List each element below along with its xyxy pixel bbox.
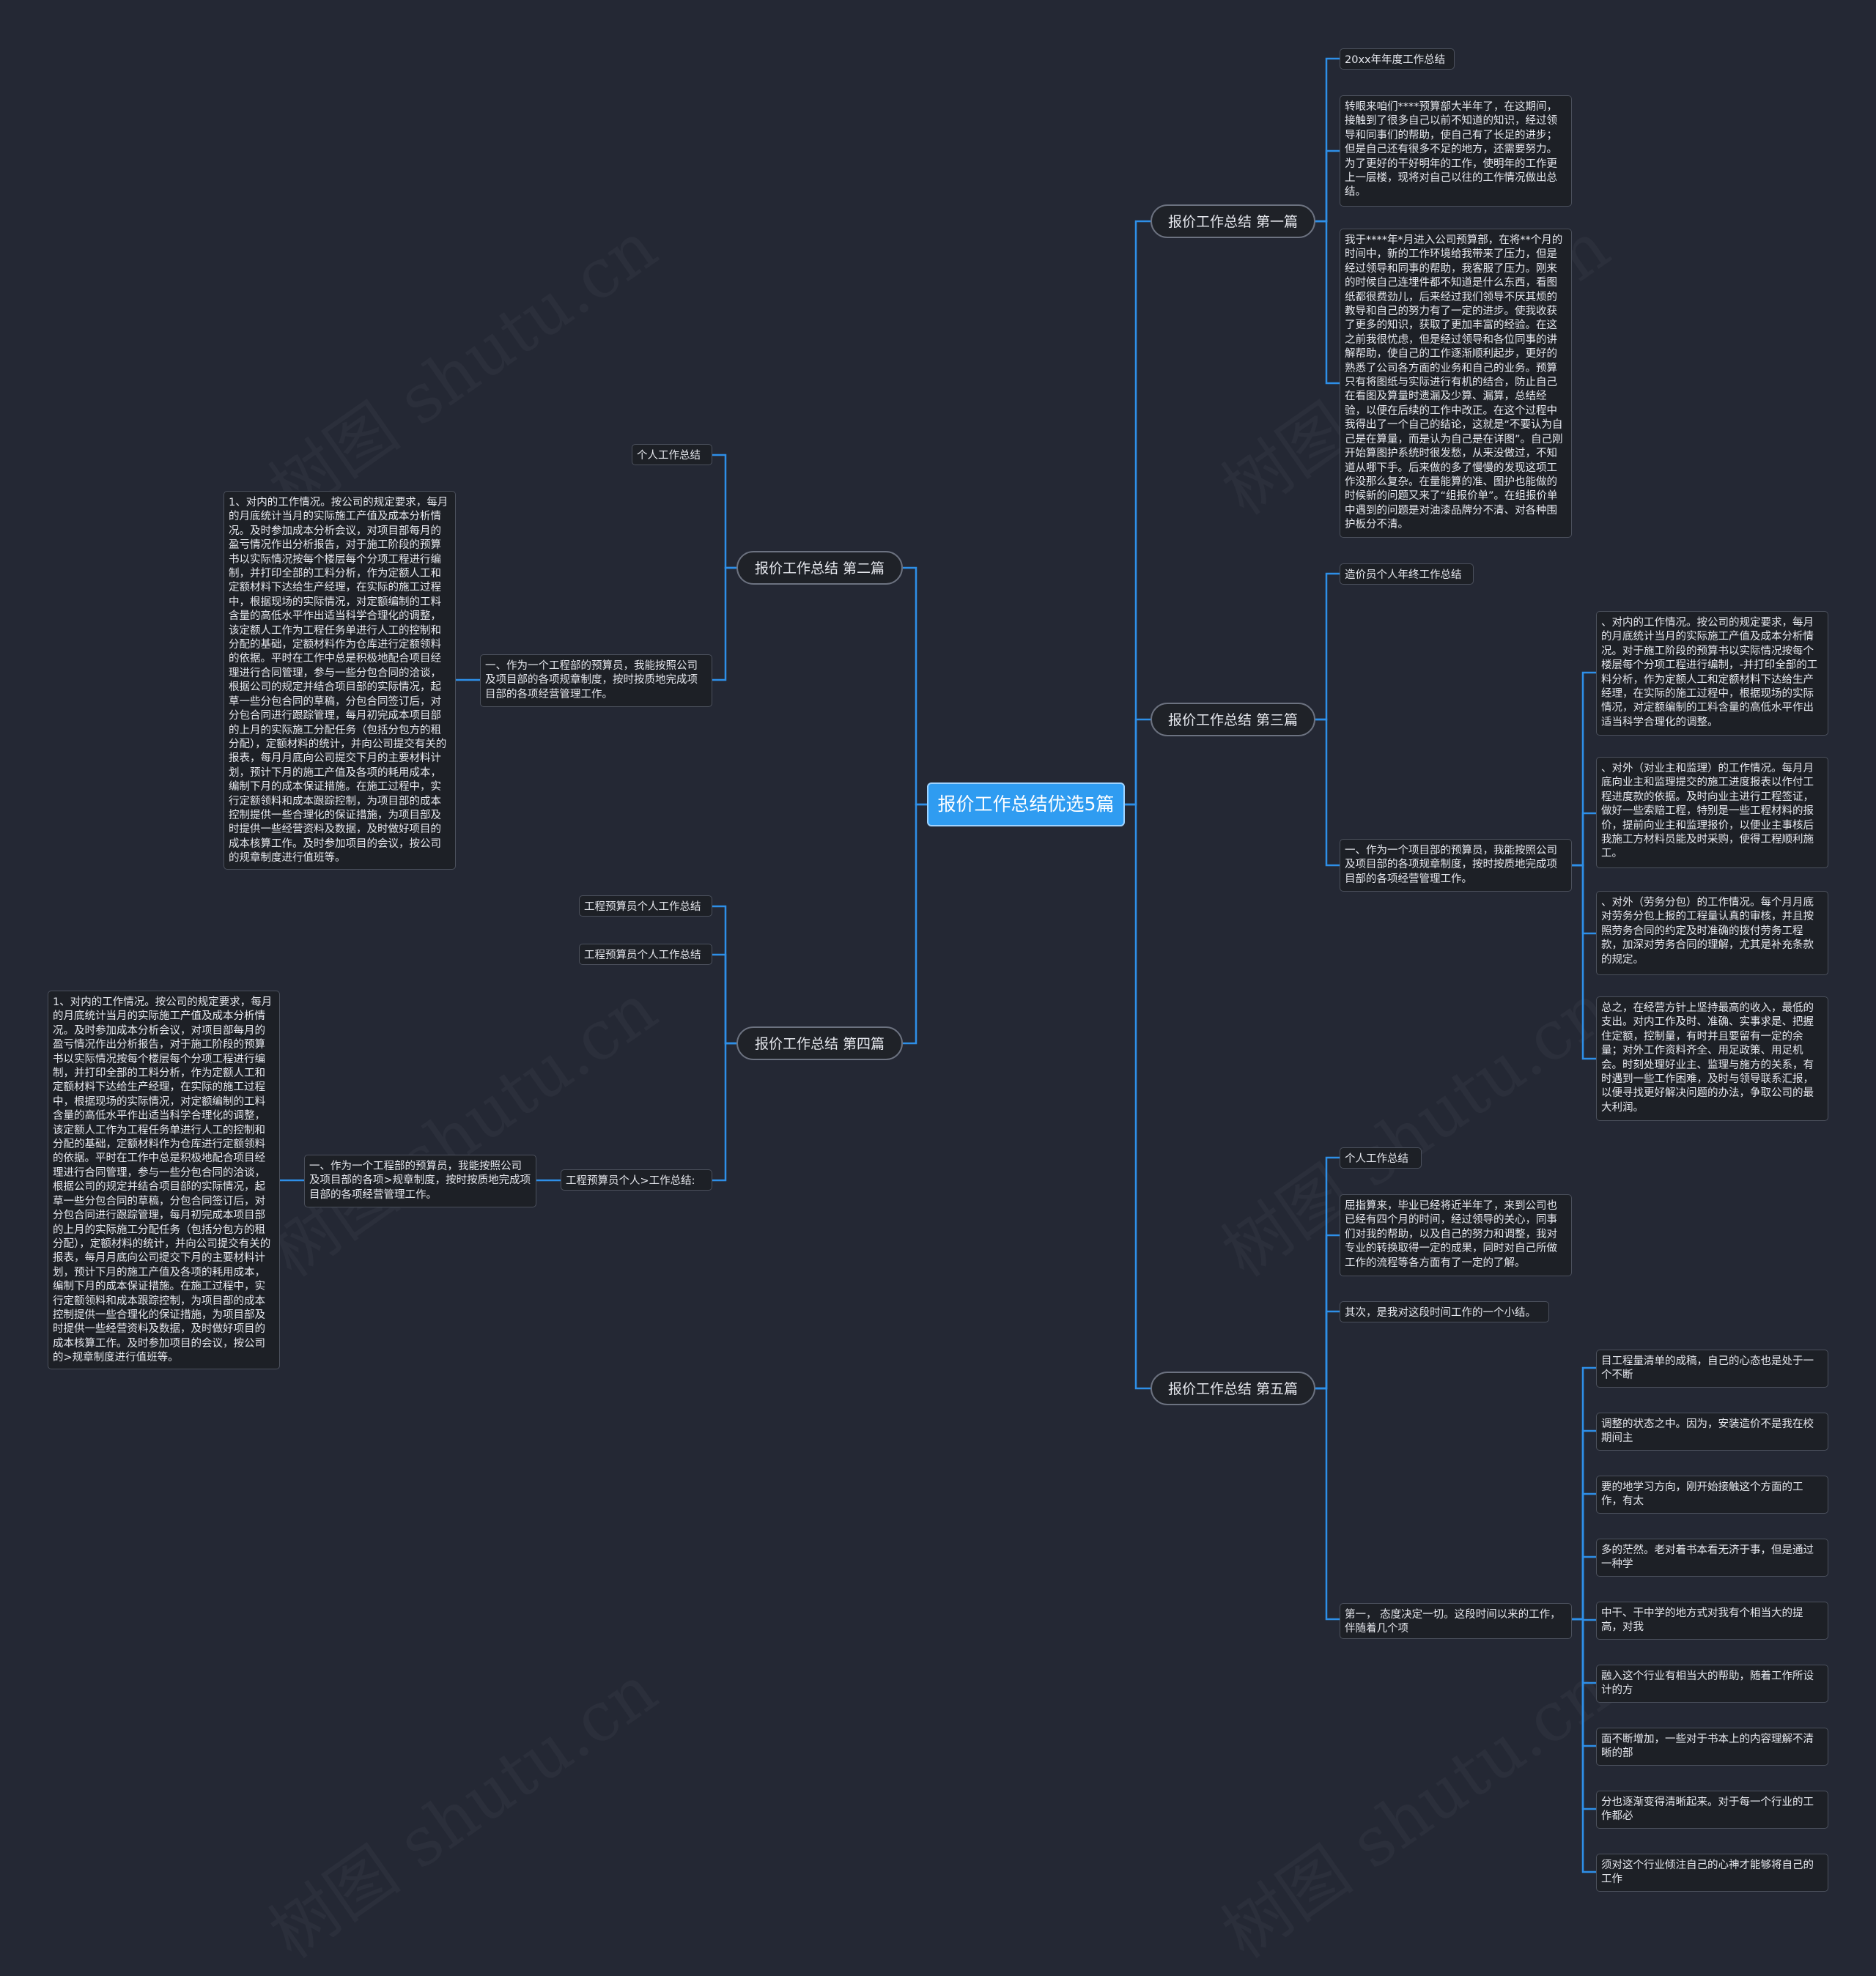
connector — [1572, 671, 1596, 867]
connector — [1315, 1310, 1340, 1390]
s3-point-2-leaf[interactable]: 、对外（对业主和监理）的工作情况。每月月底向业主和监理提交的施工进度报表以作付工… — [1596, 757, 1828, 868]
connector — [1125, 718, 1151, 806]
connector — [1125, 220, 1151, 806]
s4-detail-leaf[interactable]: 1、对内的工作情况。按公司的规定要求，每月的月底统计当月的实际施工产值及成本分析… — [48, 991, 280, 1369]
connector — [903, 803, 927, 1045]
s5-sub-leaf-5[interactable]: 中干、干中学的地方式对我有个相当大的提高，对我 — [1596, 1602, 1828, 1640]
connector — [712, 905, 736, 1045]
s3-title-leaf[interactable]: 造价员个人年终工作总结 — [1340, 563, 1474, 585]
connector — [1315, 1387, 1340, 1621]
s5-sub-leaf-3[interactable]: 要的地学习方向，刚开始接触这个方面的工作，有太 — [1596, 1476, 1828, 1514]
section-1-topic[interactable]: 报价工作总结 第一篇 — [1151, 204, 1315, 238]
s5-first-point-leaf[interactable]: 第一， 态度决定一切。这段时间以来的工作，伴随着几个项 — [1340, 1603, 1572, 1639]
section-4-topic[interactable]: 报价工作总结 第四篇 — [736, 1026, 903, 1060]
s4-summary-leaf[interactable]: 一、作为一个工程部的预算员，我能按照公司及项目部的各项>规章制度，按时按质地完成… — [304, 1155, 536, 1207]
s3-summary-leaf[interactable]: 一、作为一个项目部的预算员，我能按照公司及项目部的各项规章制度，按时按质地完成项… — [1340, 839, 1572, 892]
s2-detail-leaf[interactable]: 1、对内的工作情况。按公司的规定要求，每月的月底统计当月的实际施工产值及成本分析… — [224, 491, 456, 870]
s2-summary-leaf[interactable]: 一、作为一个工程部的预算员，我能按照公司及项目部的各项规章制度，按时按质地完成项… — [480, 654, 712, 707]
section-5-topic[interactable]: 报价工作总结 第五篇 — [1151, 1372, 1315, 1405]
s5-sub-leaf-6[interactable]: 融入这个行业有相当大的帮助，随着工作所设计的方 — [1596, 1665, 1828, 1703]
s5-intro-leaf[interactable]: 屈指算来，毕业已经将近半年了，来到公司也已经有四个月的时间，经过领导的关心，同事… — [1340, 1194, 1572, 1276]
connector — [712, 566, 736, 681]
connector — [1572, 1429, 1596, 1621]
connector — [1572, 812, 1596, 867]
connector — [1315, 220, 1340, 385]
connector — [1315, 149, 1340, 223]
connector — [1572, 1618, 1596, 1684]
connector — [1572, 1618, 1596, 1810]
connector — [1315, 572, 1340, 721]
connector — [903, 566, 927, 806]
s5-transition-leaf[interactable]: 其次，是我对这段时间工作的一个小结。 — [1340, 1301, 1549, 1322]
s3-point-3-leaf[interactable]: 、对外（劳务分包）的工作情况。每个月月底对劳务分包上报的工程量认真的审核，并且按… — [1596, 891, 1828, 975]
s1-body-leaf[interactable]: 我于****年*月进入公司预算部，在将**个月的时间中，新的工作环境给我带来了压… — [1340, 229, 1572, 538]
s5-sub-leaf-8[interactable]: 分也逐渐变得清晰起来。对于每一个行业的工作都必 — [1596, 1791, 1828, 1829]
connector — [1315, 57, 1340, 223]
s5-sub-leaf-7[interactable]: 面不断增加，一些对于书本上的内容理解不清晰的部 — [1596, 1728, 1828, 1766]
section-2-topic[interactable]: 报价工作总结 第二篇 — [736, 551, 903, 585]
s4-title-leaf-2[interactable]: 工程预算员个人工作总结 — [579, 944, 712, 965]
s5-sub-leaf-4[interactable]: 多的茫然。老对着书本看无济于事，但是通过一种学 — [1596, 1539, 1828, 1577]
s5-sub-leaf-2[interactable]: 调整的状态之中。因为，安装造价不是我在校期间主 — [1596, 1413, 1828, 1451]
section-3-topic[interactable]: 报价工作总结 第三篇 — [1151, 703, 1315, 736]
connector — [1572, 864, 1596, 1060]
s5-sub-leaf-9[interactable]: 须对这个行业倾注自己的心神才能够将自己的工作 — [1596, 1854, 1828, 1892]
s1-title-leaf[interactable]: 20xx年年度工作总结 — [1340, 48, 1455, 70]
s5-sub-leaf-1[interactable]: 目工程量清单的成稿，自己的心态也是处于一个不断 — [1596, 1350, 1828, 1388]
root-topic[interactable]: 报价工作总结优选5篇 — [927, 782, 1125, 826]
connector — [1572, 1555, 1596, 1621]
connector — [1125, 803, 1151, 1390]
connector — [1572, 864, 1596, 935]
s3-point-1-leaf[interactable]: 、对内的工作情况。按公司的规定要求，每月的月底统计当月的实际施工产值及成本分析情… — [1596, 611, 1828, 736]
s4-subtitle-leaf[interactable]: 工程预算员个人>工作总结: — [561, 1169, 712, 1191]
connector — [1572, 1618, 1596, 1873]
s4-title-leaf-1[interactable]: 工程预算员个人工作总结 — [579, 895, 712, 917]
connector — [1315, 718, 1340, 867]
s5-title-leaf[interactable]: 个人工作总结 — [1340, 1147, 1422, 1169]
connector — [712, 1042, 736, 1182]
connector — [1315, 1156, 1340, 1390]
s2-title-leaf[interactable]: 个人工作总结 — [632, 444, 712, 465]
connector — [712, 454, 736, 569]
connector — [712, 953, 736, 1045]
s3-point-4-leaf[interactable]: 总之，在经营方针上坚持最高的收入，最低的支出。对内工作及时、准确、实事求是、把握… — [1596, 996, 1828, 1121]
s1-intro-leaf[interactable]: 转眼来咱们****预算部大半年了，在这期间，接触到了很多自己以前不知道的知识，经… — [1340, 95, 1572, 207]
